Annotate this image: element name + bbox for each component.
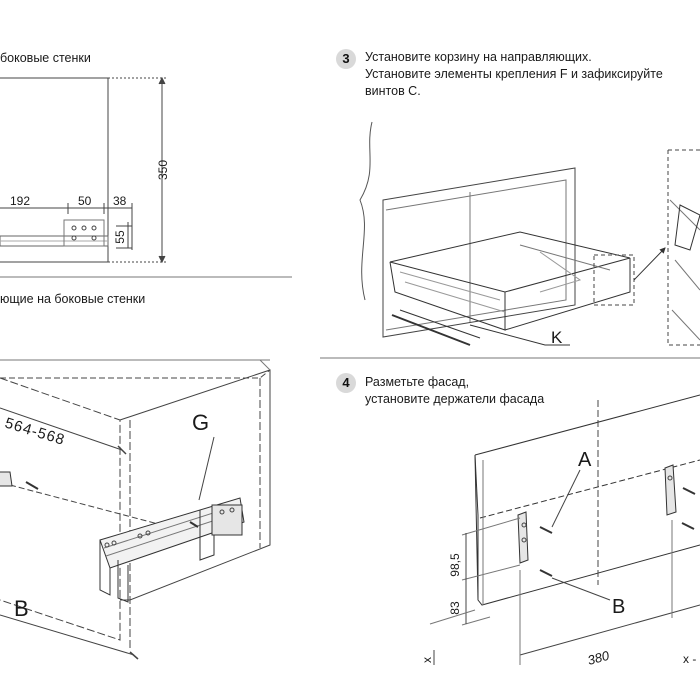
label-G: G (192, 410, 209, 435)
dim-x: x (420, 657, 434, 663)
label-B-step2: B (14, 596, 29, 621)
dim-380: 380 (586, 648, 612, 668)
dim-x-minus: x - (683, 652, 696, 666)
label-B-step4: B (612, 596, 625, 618)
step4-line1: Разметьте фасад, (365, 375, 470, 389)
step2-drawing (0, 359, 271, 660)
step3-drawing (359, 121, 700, 346)
step4-badge: 4 (336, 373, 356, 393)
step3-badge: 3 (336, 49, 356, 69)
step3-line3: винтов C. (365, 84, 421, 98)
dim-50: 50 (78, 194, 92, 208)
step1-drawing (0, 76, 168, 264)
label-K: K (551, 328, 563, 347)
dim-38: 38 (113, 194, 127, 208)
step3-line2: Установите элементы крепления F и зафикс… (365, 67, 663, 81)
dim-98-5: 98,5 (448, 553, 462, 577)
dim-55: 55 (113, 230, 127, 244)
step1-title: боковые стенки (0, 51, 91, 65)
step2-title: ющие на боковые стенки (0, 292, 146, 306)
label-A: A (578, 449, 592, 471)
step4-line2: установите держатели фасада (365, 392, 545, 406)
step4-drawing (429, 394, 700, 665)
step3-line1: Установите корзину на направляющих. (365, 50, 592, 64)
dim-192: 192 (10, 194, 30, 208)
dim-350: 350 (156, 160, 170, 180)
dim-83: 83 (448, 601, 462, 615)
